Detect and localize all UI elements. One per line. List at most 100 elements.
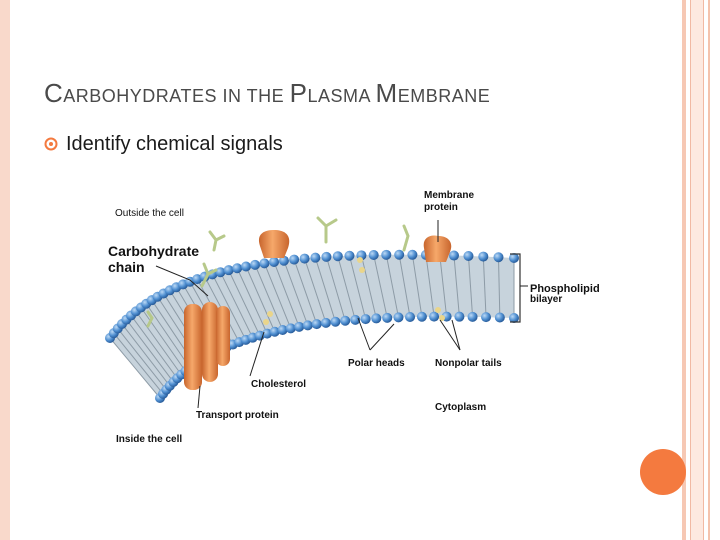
decorative-orange-circle bbox=[640, 449, 686, 495]
membrane-protein-icon bbox=[423, 235, 452, 262]
polar-head bbox=[310, 252, 321, 263]
polar-head bbox=[215, 267, 226, 278]
slide-border-left bbox=[0, 0, 10, 540]
polar-head bbox=[448, 250, 459, 261]
polar-head bbox=[494, 312, 505, 323]
title-part: C bbox=[44, 78, 64, 108]
carbohydrate-chain-icon bbox=[146, 216, 410, 328]
slide-title: CARBOHYDRATES IN THE PLASMA MEMBRANE bbox=[44, 78, 490, 109]
lipid-tail bbox=[373, 254, 388, 318]
lipid-tail bbox=[135, 311, 182, 375]
polar-head bbox=[223, 265, 234, 276]
polar-head bbox=[360, 314, 371, 325]
lipid-tail bbox=[314, 257, 336, 322]
polar-head bbox=[368, 250, 379, 261]
polar-head bbox=[382, 312, 393, 323]
polar-head bbox=[509, 313, 519, 323]
polar-head bbox=[463, 250, 474, 261]
polar-head bbox=[269, 326, 280, 337]
polar-head bbox=[416, 311, 427, 322]
lipid-tail bbox=[325, 256, 346, 321]
lipid-tail bbox=[273, 261, 300, 327]
cholesterol-icon bbox=[263, 257, 445, 325]
lipid-tail bbox=[385, 254, 399, 318]
polar-head bbox=[394, 249, 405, 260]
label-phospholipid-bilayer: Phospholipid bbox=[530, 283, 600, 295]
polar-head bbox=[407, 249, 418, 260]
polar-head bbox=[262, 328, 273, 339]
title-part: LASMA bbox=[307, 86, 376, 106]
lipid-tail bbox=[245, 266, 276, 332]
polar-head bbox=[321, 251, 332, 262]
polar-head bbox=[332, 251, 343, 262]
polar-head bbox=[344, 250, 355, 261]
bullet-item: Identify chemical signals bbox=[66, 133, 283, 155]
lipid-tail bbox=[219, 271, 254, 338]
lipid-tail bbox=[398, 254, 411, 318]
lipid-tail bbox=[360, 255, 377, 319]
title-part: M bbox=[375, 78, 398, 108]
lipid-tail bbox=[109, 337, 161, 399]
lipid-tail bbox=[125, 319, 174, 383]
label-nonpolar-tails: Nonpolar tails bbox=[435, 358, 502, 369]
lipid-tail bbox=[130, 315, 178, 379]
lipid-tail bbox=[145, 303, 191, 369]
lipid-tail bbox=[467, 255, 474, 317]
label-polar-heads: Polar heads bbox=[348, 358, 405, 369]
label-inside-cell: Inside the cell bbox=[116, 434, 182, 445]
polar-head bbox=[250, 259, 261, 270]
slide-border-right-line bbox=[708, 0, 710, 540]
membrane-diagram: Outside the cell Membrane protein Carboh… bbox=[104, 186, 614, 448]
lipid-tail bbox=[425, 254, 435, 317]
polar-head bbox=[241, 261, 251, 272]
polar-head bbox=[454, 311, 465, 322]
lipid-tail bbox=[228, 269, 261, 336]
polar-head bbox=[259, 258, 270, 269]
label-cytoplasm: Cytoplasm bbox=[435, 402, 486, 413]
lipid-tail bbox=[348, 255, 367, 320]
polar-head bbox=[371, 313, 382, 324]
membrane-protein-icon bbox=[258, 230, 290, 258]
polar-head bbox=[340, 315, 351, 326]
slide-border-right-band bbox=[690, 0, 704, 540]
title-part: P bbox=[289, 78, 308, 108]
polar-head bbox=[405, 312, 416, 323]
label-transport-protein: Transport protein bbox=[196, 410, 279, 421]
polar-head bbox=[294, 321, 305, 332]
label-carbohydrate-chain: Carbohydrate bbox=[108, 243, 199, 259]
label-membrane-protein: Membrane bbox=[424, 190, 474, 201]
lipid-tail bbox=[482, 256, 487, 318]
polar-head bbox=[269, 256, 280, 267]
label-phospholipid-bilayer-2: bilayer bbox=[530, 294, 562, 305]
polar-head bbox=[311, 319, 322, 330]
polar-head bbox=[285, 323, 296, 334]
lipid-tail bbox=[263, 263, 292, 329]
polar-head bbox=[478, 251, 489, 262]
lipid-tail bbox=[236, 268, 268, 334]
polar-head bbox=[320, 317, 331, 328]
polar-head bbox=[277, 324, 288, 335]
lipid-tail bbox=[293, 259, 318, 325]
lipid-tail bbox=[337, 256, 356, 320]
lipid-tail bbox=[453, 255, 460, 317]
polar-head bbox=[429, 311, 440, 322]
polar-head bbox=[509, 253, 519, 263]
polar-head bbox=[232, 263, 243, 274]
lipid-tail bbox=[304, 258, 327, 324]
lipid-tail bbox=[140, 307, 186, 372]
title-part: EMBRANE bbox=[397, 86, 491, 106]
bilayer-body bbox=[110, 254, 514, 398]
membrane-illustration: Outside the cell Membrane protein Carboh… bbox=[105, 190, 600, 445]
polar-head bbox=[299, 253, 310, 264]
lipid-tail bbox=[497, 257, 501, 318]
polar-head bbox=[278, 255, 289, 266]
polar-head bbox=[302, 320, 313, 331]
lipid-tail bbox=[121, 323, 171, 387]
lipid-tail bbox=[439, 255, 448, 317]
lipid-tail bbox=[411, 254, 423, 317]
title-part: ARBOHYDRATES IN THE bbox=[63, 86, 290, 106]
phospholipid-bracket bbox=[510, 253, 521, 323]
leader-lines bbox=[155, 220, 528, 409]
upper-polar-heads bbox=[105, 249, 519, 343]
lipid-tail bbox=[211, 274, 247, 341]
